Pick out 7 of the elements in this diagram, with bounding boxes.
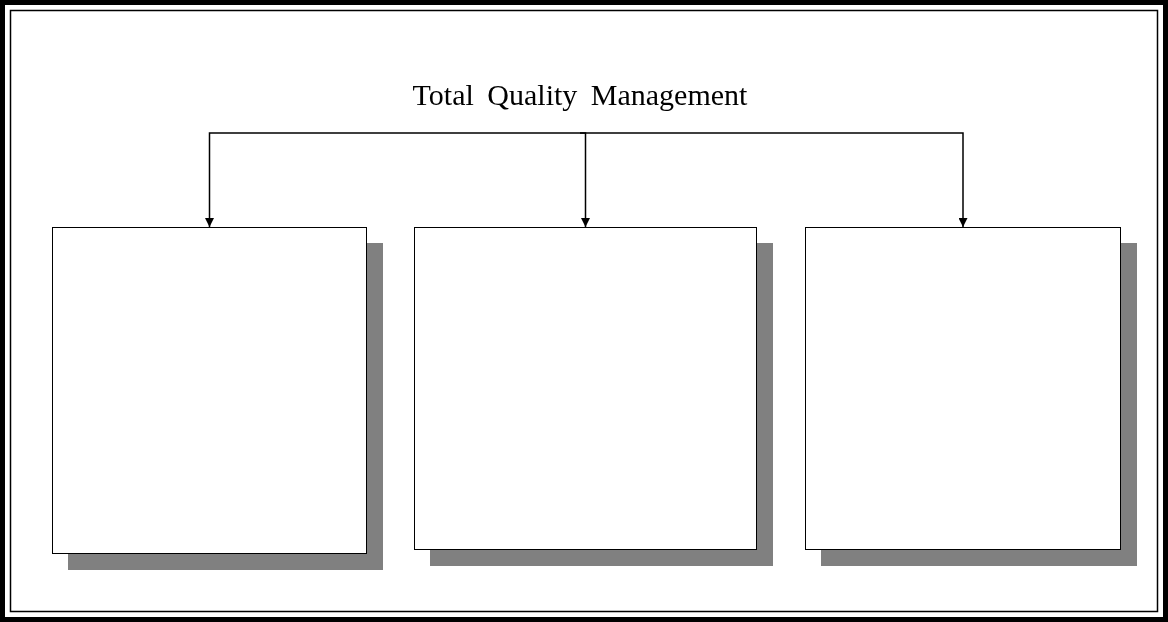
arrow xyxy=(205,132,581,228)
arrow xyxy=(579,132,590,228)
empty-box xyxy=(805,227,1121,550)
empty-box xyxy=(52,227,367,554)
node-label: Total Quality Management xyxy=(411,78,749,112)
arrow xyxy=(579,132,968,228)
empty-box xyxy=(414,227,757,550)
